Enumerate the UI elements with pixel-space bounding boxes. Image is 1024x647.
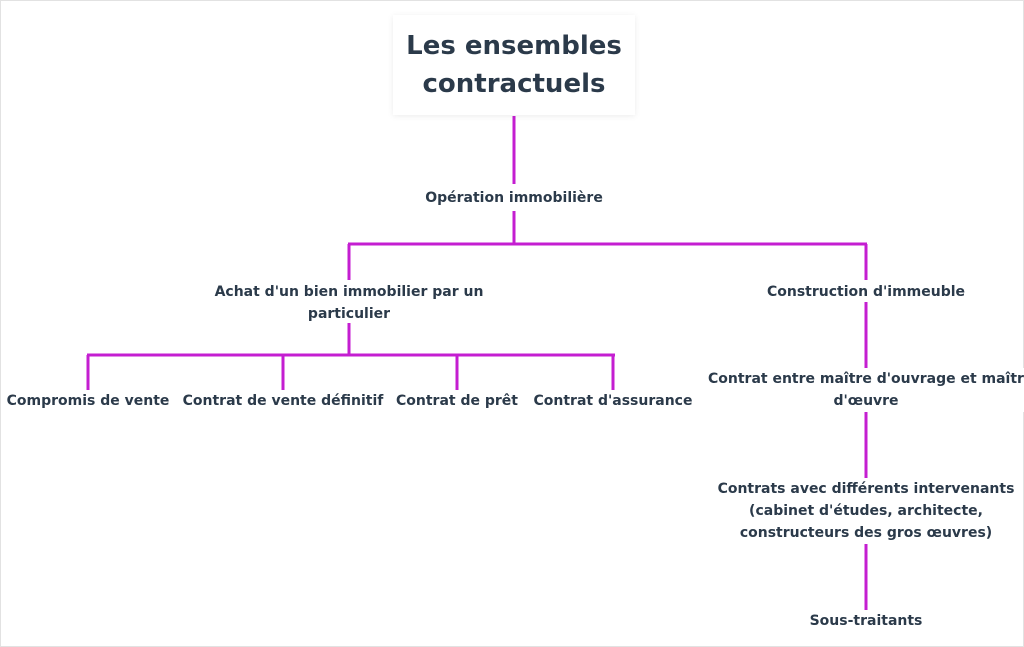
node-contrat-pret: Contrat de prêt [392, 390, 522, 412]
node-sous-traitants: Sous-traitants [796, 610, 936, 632]
node-construction-label: Construction d'immeuble [766, 284, 966, 300]
node-sous-traitants-label: Sous-traitants [809, 613, 923, 629]
node-maitre-line2: d'œuvre [833, 393, 899, 409]
root-node: Les ensembles contractuels [393, 15, 635, 115]
root-title-line1: Les ensembles [406, 31, 622, 61]
node-compromis-vente: Compromis de vente [1, 390, 175, 412]
node-maitre-line1: Contrat entre maître d'ouvrage et maître [708, 371, 1024, 387]
node-achat-line1: Achat d'un bien immobilier par un [214, 284, 484, 300]
node-operation-label: Opération immobilière [421, 190, 607, 206]
node-contrat-assurance: Contrat d'assurance [531, 390, 695, 412]
node-operation-immobiliere: Opération immobilière [414, 187, 614, 209]
node-compromis-label: Compromis de vente [6, 393, 170, 409]
node-contrats-intervenants: Contrats avec différents intervenants (c… [717, 478, 1015, 544]
node-construction-immeuble: Construction d'immeuble [756, 281, 976, 303]
node-contrat-vente-definitif: Contrat de vente définitif [182, 390, 384, 412]
node-vente-label: Contrat de vente définitif [182, 393, 384, 409]
root-title-line2: contractuels [422, 69, 606, 99]
node-assurance-label: Contrat d'assurance [533, 393, 693, 409]
node-intervenants-line2: (cabinet d'études, architecte, [749, 503, 983, 519]
node-pret-label: Contrat de prêt [396, 393, 518, 409]
node-achat-bien: Achat d'un bien immobilier par un partic… [199, 281, 499, 325]
node-achat-line2: particulier [307, 306, 391, 322]
node-intervenants-line1: Contrats avec différents intervenants [717, 481, 1015, 497]
node-intervenants-line3: constructeurs des gros œuvres) [739, 525, 993, 541]
node-contrat-maitre: Contrat entre maître d'ouvrage et maître… [708, 368, 1024, 412]
